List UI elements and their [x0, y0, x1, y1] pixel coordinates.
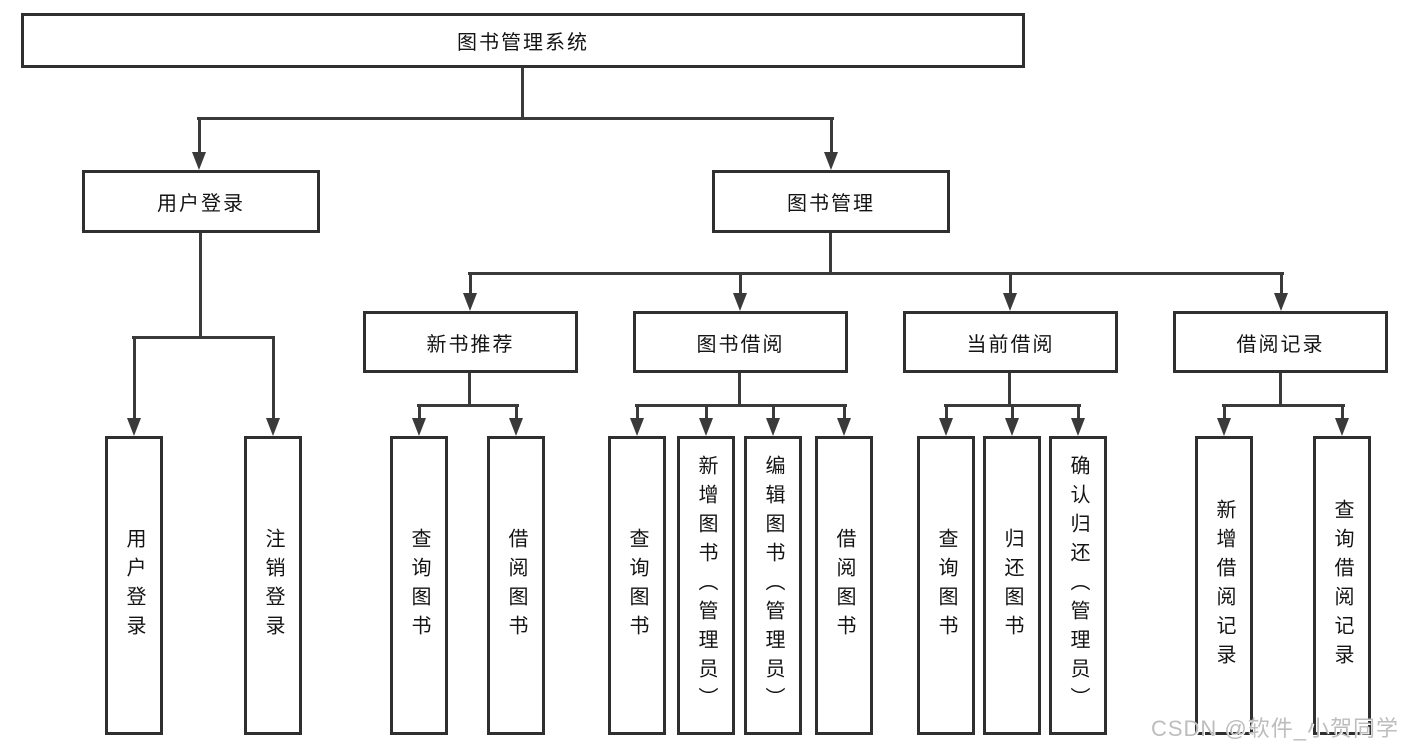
connector-line — [1008, 373, 1011, 407]
node-new-book-recommend: 新书推荐 — [363, 311, 578, 373]
leaf-borrow-books-borrowing: 借阅图书 — [815, 436, 873, 735]
node-label: 图书借阅 — [696, 333, 785, 356]
arrow-down-icon — [1004, 407, 1020, 436]
node-label: 新书推荐 — [426, 333, 515, 356]
leaf-return-books: 归还图书 — [983, 436, 1041, 735]
leaf-edit-books-admin: 编辑图书（管理员） — [744, 436, 802, 735]
arrow-down-icon — [823, 120, 839, 170]
arrow-down-icon — [1273, 275, 1289, 311]
connector-line — [1222, 404, 1345, 407]
leaf-label: 新增借阅记录 — [1213, 498, 1235, 673]
arrow-down-icon — [191, 120, 207, 170]
arrow-down-icon — [508, 407, 524, 436]
leaf-borrow-books-recommend: 借阅图书 — [487, 436, 545, 735]
node-label: 图书管理系统 — [457, 32, 589, 54]
connector-line — [635, 404, 847, 407]
connector-line — [132, 336, 275, 339]
connector-line — [468, 272, 1284, 275]
arrow-down-icon — [732, 275, 748, 311]
connector-line — [944, 404, 1081, 407]
leaf-label: 注销登录 — [262, 527, 284, 644]
arrow-down-icon — [1002, 275, 1018, 311]
arrow-down-icon — [629, 407, 645, 436]
arrow-down-icon — [126, 339, 142, 436]
node-label: 借阅记录 — [1236, 333, 1325, 356]
leaf-label: 借阅图书 — [505, 527, 527, 644]
connector-line — [417, 404, 519, 407]
leaf-query-borrow-record: 查询借阅记录 — [1313, 436, 1371, 735]
arrow-down-icon — [462, 275, 478, 311]
node-label: 图书管理 — [787, 193, 875, 215]
leaf-label: 查询图书 — [935, 527, 957, 644]
node-library-management-system: 图书管理系统 — [21, 13, 1025, 68]
leaf-label: 用户登录 — [123, 527, 145, 644]
leaf-query-books-current: 查询图书 — [917, 436, 975, 735]
leaf-label: 借阅图书 — [833, 527, 855, 644]
arrow-down-icon — [1216, 407, 1232, 436]
leaf-label: 确认归还（管理员） — [1067, 455, 1089, 716]
arrow-down-icon — [836, 407, 852, 436]
leaf-user-login: 用户登录 — [105, 436, 163, 735]
node-user-login: 用户登录 — [82, 170, 320, 233]
leaf-label: 新增图书（管理员） — [695, 455, 717, 716]
node-current-borrowing: 当前借阅 — [903, 311, 1118, 373]
arrow-down-icon — [411, 407, 427, 436]
leaf-query-books-borrowing: 查询图书 — [608, 436, 666, 735]
leaf-add-borrow-record: 新增借阅记录 — [1195, 436, 1253, 735]
csdn-watermark: CSDN @软件_小贺同学 — [1150, 716, 1399, 741]
leaf-confirm-return-admin: 确认归还（管理员） — [1049, 436, 1107, 735]
connector-line — [829, 233, 832, 275]
leaf-label: 查询借阅记录 — [1331, 498, 1353, 673]
connector-line — [197, 117, 834, 120]
arrow-down-icon — [765, 407, 781, 436]
connector-line — [738, 373, 741, 407]
node-book-management: 图书管理 — [712, 170, 950, 233]
leaf-add-books-admin: 新增图书（管理员） — [677, 436, 735, 735]
arrow-down-icon — [1334, 407, 1350, 436]
node-label: 当前借阅 — [966, 333, 1055, 356]
node-borrowing-records: 借阅记录 — [1173, 311, 1388, 373]
leaf-label: 归还图书 — [1001, 527, 1023, 644]
leaf-logout: 注销登录 — [244, 436, 302, 735]
connector-line — [521, 68, 524, 120]
node-book-borrowing: 图书借阅 — [633, 311, 848, 373]
node-label: 用户登录 — [157, 193, 245, 215]
leaf-label: 查询图书 — [626, 527, 648, 644]
connector-line — [199, 233, 202, 339]
arrow-down-icon — [265, 339, 281, 436]
arrow-down-icon — [698, 407, 714, 436]
arrow-down-icon — [1070, 407, 1086, 436]
leaf-label: 编辑图书（管理员） — [762, 455, 784, 716]
arrow-down-icon — [938, 407, 954, 436]
connector-line — [468, 373, 471, 407]
leaf-query-books-recommend: 查询图书 — [390, 436, 448, 735]
leaf-label: 查询图书 — [408, 527, 430, 644]
connector-line — [1279, 373, 1282, 407]
